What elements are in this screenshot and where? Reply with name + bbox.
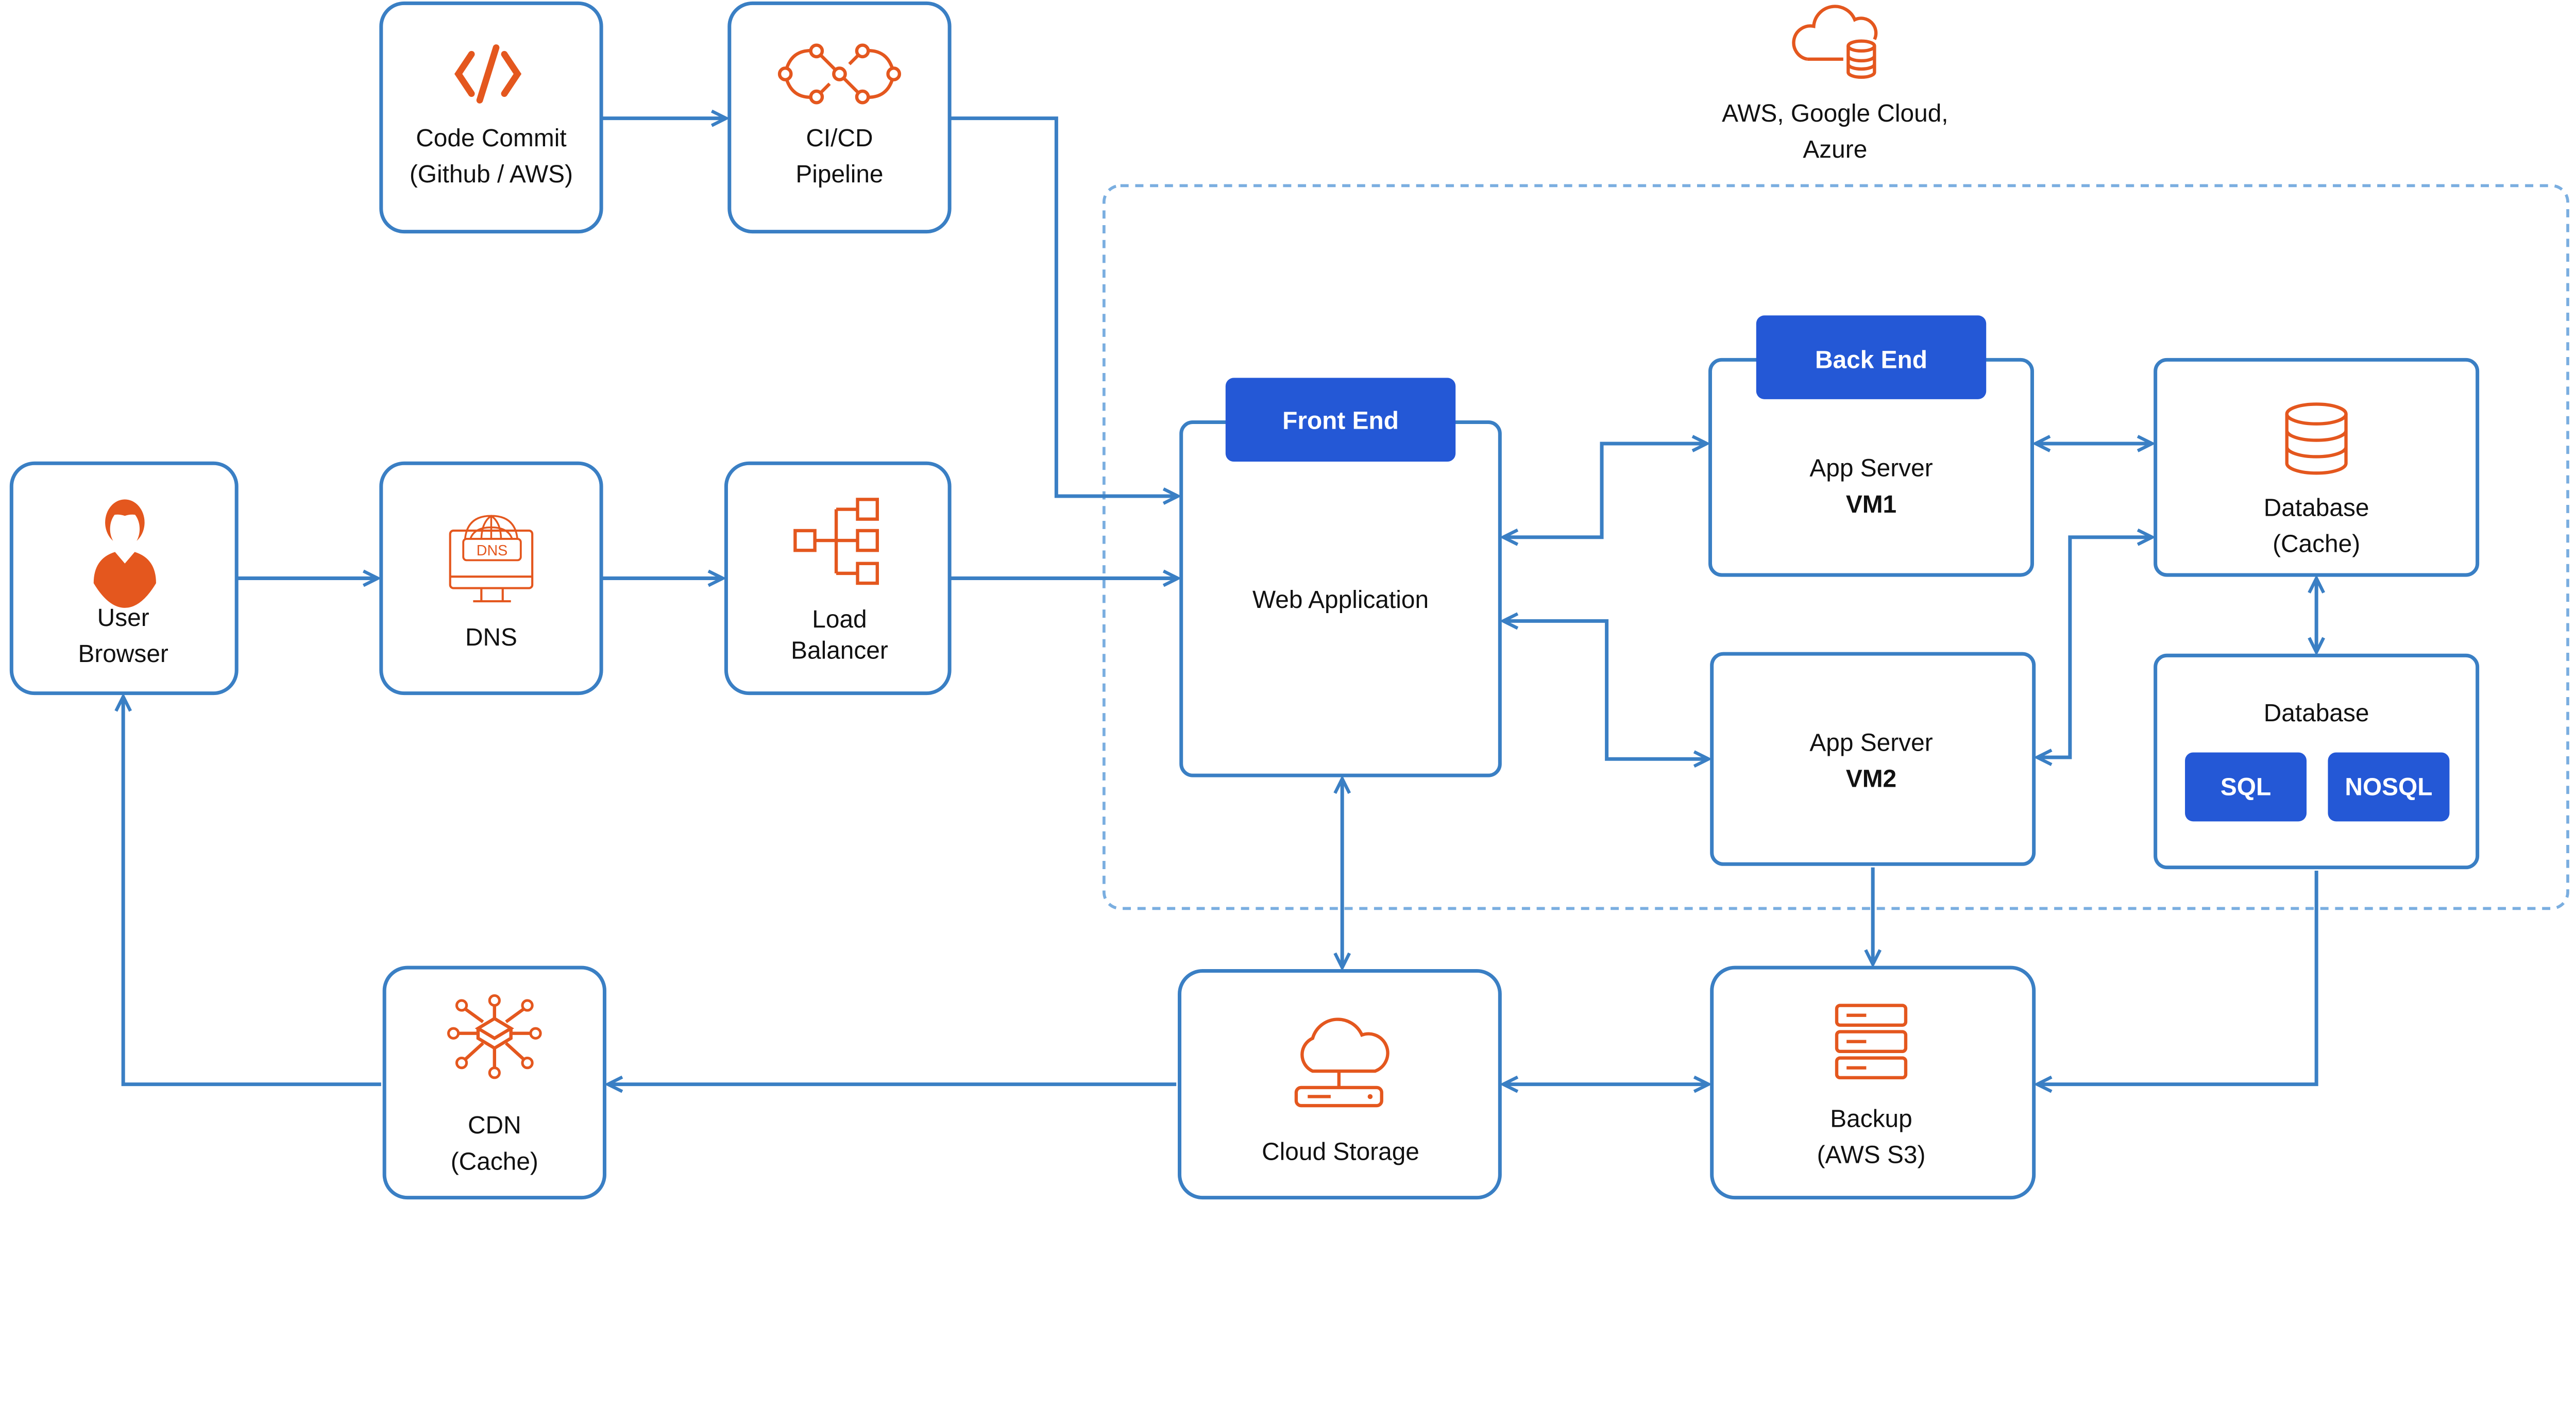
dns-icon-text: DNS xyxy=(477,543,508,559)
edge-vm2-dbcache xyxy=(2037,537,2152,757)
load-balancer-sublabel: Balancer xyxy=(791,637,888,665)
node-backup[interactable]: Backup (AWS S3) xyxy=(1710,965,2036,1200)
edge-db-backup xyxy=(2037,871,2318,1084)
dns-label: DNS xyxy=(465,624,517,651)
cloud-provider-label: AWS, Google Cloud, xyxy=(1722,100,1948,127)
architecture-diagram: AWS, Google Cloud, Azure Code Commit (Gi… xyxy=(9,1,2569,1200)
node-app-server-vm1[interactable]: Back End App Server VM1 xyxy=(1708,315,2034,577)
connectors xyxy=(123,118,2316,1084)
vm1-name: VM1 xyxy=(1846,491,1896,518)
node-code-commit[interactable]: Code Commit (Github / AWS) xyxy=(379,1,603,234)
load-balancer-label: Load xyxy=(812,606,867,633)
vm2-name: VM2 xyxy=(1846,765,1896,792)
cicd-sublabel: Pipeline xyxy=(795,161,883,188)
cloud-storage-label: Cloud Storage xyxy=(1262,1138,1419,1165)
node-cdn[interactable]: CDN (Cache) xyxy=(382,965,606,1200)
node-user-browser[interactable]: User Browser xyxy=(9,461,239,696)
db-cache-label: Database xyxy=(2264,494,2369,521)
cdn-sublabel: (Cache) xyxy=(451,1148,538,1175)
node-cloud-storage[interactable]: Cloud Storage xyxy=(1178,969,1502,1200)
edge-cdn-user xyxy=(123,697,381,1087)
web-application-label: Web Application xyxy=(1252,586,1429,614)
sql-badge xyxy=(2185,752,2307,822)
db-cache-sublabel: (Cache) xyxy=(2273,530,2360,557)
node-web-application[interactable]: Front End Web Application xyxy=(1179,378,1502,777)
load-balancer-icon xyxy=(793,498,879,585)
node-database-cache[interactable]: Database (Cache) xyxy=(2154,358,2480,577)
back-end-label: Back End xyxy=(1815,346,1927,374)
edge-cicd-webapp xyxy=(950,116,1178,496)
database-label: Database xyxy=(2264,700,2369,727)
front-end-label: Front End xyxy=(1282,407,1399,434)
cloud-provider-label-2: Azure xyxy=(1803,136,1867,163)
code-commit-label: Code Commit xyxy=(416,125,566,152)
server-stack-icon xyxy=(1835,1004,1908,1080)
edge-webapp-vm1 xyxy=(1503,444,1707,537)
code-icon xyxy=(454,44,522,104)
user-icon xyxy=(93,499,156,608)
vm1-label: App Server xyxy=(1809,455,1933,482)
infinity-pipeline-icon xyxy=(777,43,902,105)
cicd-label: CI/CD xyxy=(806,125,873,152)
node-cicd-pipeline[interactable]: CI/CD Pipeline xyxy=(727,1,952,234)
cloud-database-icon xyxy=(1792,5,1878,79)
vm2-label: App Server xyxy=(1809,729,1933,756)
back-end-header xyxy=(1756,315,1987,399)
node-database[interactable]: Database SQL NOSQL xyxy=(2154,653,2480,870)
cloud-server-icon xyxy=(1294,1018,1389,1108)
user-browser-sublabel: Browser xyxy=(78,640,168,668)
backup-sublabel: (AWS S3) xyxy=(1817,1142,1926,1169)
database-icon xyxy=(2285,402,2348,475)
user-browser-label: User xyxy=(97,604,149,632)
nosql-label: NOSQL xyxy=(2345,773,2432,801)
backup-label: Backup xyxy=(1830,1105,1912,1132)
node-app-server-vm2[interactable]: App Server VM2 xyxy=(1710,652,2036,866)
node-load-balancer[interactable]: Load Balancer xyxy=(724,461,952,696)
code-commit-sublabel: (Github / AWS) xyxy=(410,161,573,188)
node-dns[interactable]: DNS DNS xyxy=(379,461,603,696)
sql-label: SQL xyxy=(2221,773,2271,801)
cloud-region-boundary xyxy=(1102,184,2569,910)
cdn-network-icon xyxy=(447,994,542,1079)
cdn-label: CDN xyxy=(468,1112,521,1139)
dns-monitor-icon: DNS xyxy=(449,515,534,603)
front-end-header xyxy=(1225,378,1456,462)
nosql-badge xyxy=(2328,752,2450,822)
edge-webapp-vm2 xyxy=(1503,621,1709,759)
